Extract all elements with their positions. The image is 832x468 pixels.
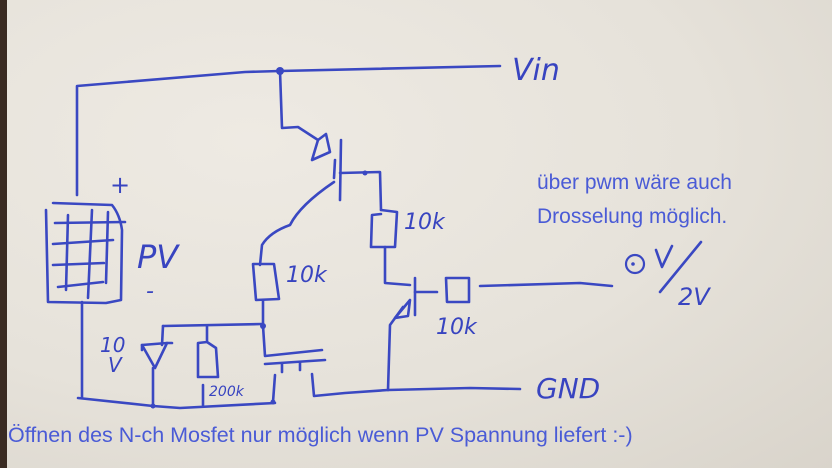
zener-diode: [140, 322, 264, 409]
table-edge: [0, 0, 7, 468]
gnd-rail: [76, 386, 522, 410]
n-mosfet-control: [386, 276, 439, 392]
pv-plus-label: +: [110, 171, 130, 199]
resistor-10k-control-label: 10k: [436, 315, 478, 340]
gnd-label: GND: [536, 372, 600, 405]
control-voltage-bottom: 2V: [678, 283, 711, 311]
resistor-200k-label: 200k: [209, 384, 245, 400]
p-mosfet-top: [278, 69, 383, 212]
pwm-annotation-line1: über pwm wäre auch: [537, 171, 732, 194]
vin-label: Vin: [512, 53, 560, 88]
resistor-10k-left-label: 10k: [286, 263, 328, 288]
n-mosfet-pv: [260, 323, 390, 398]
mosfet-annotation: Öffnen des N-ch Mosfet nur möglich wenn …: [8, 423, 633, 447]
resistor-10k-right-label: 10k: [404, 210, 446, 235]
control-voltage-label: [624, 240, 703, 294]
pwm-annotation: über pwm wäre auch Drosselung möglich.: [537, 166, 732, 234]
zener-value-bottom: V: [108, 353, 123, 377]
pv-minus-label: -: [146, 279, 154, 304]
solar-panel: [44, 201, 127, 400]
resistor-200k: [196, 324, 277, 407]
resistor-10k-control: [444, 276, 614, 304]
resistor-10k-right: [369, 208, 412, 287]
pwm-annotation-line2: Drosselung möglich.: [537, 205, 728, 228]
zener-value-top: 10: [100, 333, 125, 357]
resistor-10k-left: [251, 180, 336, 328]
vin-rail: [75, 64, 502, 197]
pv-label: PV: [137, 238, 180, 276]
